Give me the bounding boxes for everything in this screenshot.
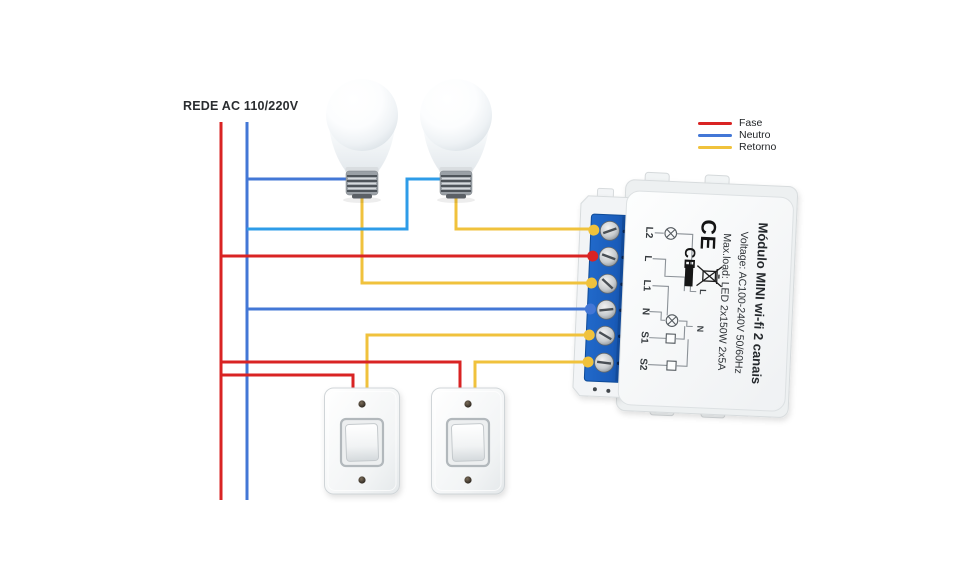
bulb-globe: [420, 79, 492, 151]
bulb-base-tip: [446, 194, 466, 199]
neutro-label: Neutro: [739, 129, 771, 141]
wire-fase-to-switch2: [221, 360, 462, 392]
terminal-screw-s2: [594, 352, 621, 373]
legend-row-retorno: Retorno: [698, 141, 776, 153]
ce-mark-icon: CE: [696, 219, 720, 251]
terminal-label-l1: L1: [641, 279, 653, 292]
terminal-dot-l: [587, 250, 599, 262]
light-bulb-1: [326, 79, 398, 203]
terminal-dot-n: [584, 303, 596, 315]
wire-neutro-to-bulb2: [247, 177, 448, 231]
lamp-symbol-1: [664, 227, 678, 240]
terminal-dot-s1: [583, 329, 595, 341]
bulb-base-tip: [352, 194, 372, 199]
module-schematic: [647, 227, 697, 371]
legend-row-fase: Fase: [698, 117, 776, 129]
light-bulb-2: [420, 79, 492, 203]
label-black-bar: [684, 264, 694, 287]
fase-color-swatch: [698, 121, 732, 125]
terminal-wire-dots: [582, 224, 600, 368]
switch-plate-bevel: [327, 391, 397, 491]
bulb-screw-base: [439, 170, 473, 199]
switch-symbol-2: [666, 360, 677, 371]
wire-retorno-s2-to-switch2: [473, 360, 591, 392]
wall-switch-1: [324, 387, 400, 495]
bulb-shadow: [437, 197, 475, 203]
wifi-module: L2 L L1 N S1 S2: [572, 171, 799, 419]
terminal-label-s1: S1: [638, 331, 650, 344]
wires: [219, 122, 591, 500]
terminal-dot-l2: [588, 224, 600, 236]
neutro-color-swatch: [698, 133, 732, 137]
switch-screw-top: [358, 400, 366, 408]
wire-retorno-s1-to-switch1: [365, 333, 591, 392]
switch-screw-bottom: [464, 476, 472, 484]
bulb-shadow: [343, 197, 381, 203]
vent-dot: [606, 388, 611, 393]
terminal-screw-l: [598, 246, 625, 267]
terminal-label-n: N: [640, 308, 651, 316]
module-max-load: Max.load: LED 2x150W 2x5A: [715, 233, 733, 371]
retorno-label: Retorno: [739, 141, 777, 153]
wall-switch-2: [431, 387, 505, 495]
wire-retorno-bulb2-to-l2: [454, 190, 591, 231]
wire-retorno-bulb1-to-l1: [360, 190, 591, 285]
fase-label: Fase: [739, 117, 763, 129]
terminal-label-l2: L2: [643, 226, 655, 239]
retorno-color-swatch: [698, 145, 732, 149]
switch-screw-bottom: [358, 476, 366, 484]
terminal-dot-s2: [582, 356, 594, 368]
wire-legend: Fase Neutro Retorno: [698, 117, 776, 153]
module-face: [617, 190, 794, 412]
terminal-label-s2: S2: [637, 358, 649, 371]
ce-mark-small-icon: CE: [680, 247, 698, 270]
terminal-screw-n: [596, 299, 623, 320]
lamp-symbol-2: [665, 314, 679, 327]
terminal-screw-s1: [595, 325, 622, 346]
wire-fase-to-switch1: [221, 373, 355, 392]
terminal-screw-l1: [597, 273, 624, 294]
bulb-globe: [326, 79, 398, 151]
switch-screw-top: [464, 400, 472, 408]
vent-dot: [592, 387, 597, 392]
weee-icon: [696, 265, 723, 288]
schematic-l-label: L: [698, 289, 708, 295]
switch-plate-bevel: [434, 391, 502, 491]
switch-symbol-1: [665, 333, 676, 344]
switch-rocker: [344, 423, 380, 462]
module-product-name: Módulo MINI wi-fi 2 canais: [749, 222, 771, 384]
schematic-n-label: N: [695, 325, 705, 332]
terminal-dot-l1: [586, 277, 598, 289]
bulb-screw-base: [345, 170, 379, 199]
legend-row-neutro: Neutro: [698, 129, 776, 141]
terminal-label-l: L: [642, 255, 653, 262]
switch-rocker: [450, 423, 486, 462]
supply-label: REDE AC 110/220V: [183, 99, 299, 113]
